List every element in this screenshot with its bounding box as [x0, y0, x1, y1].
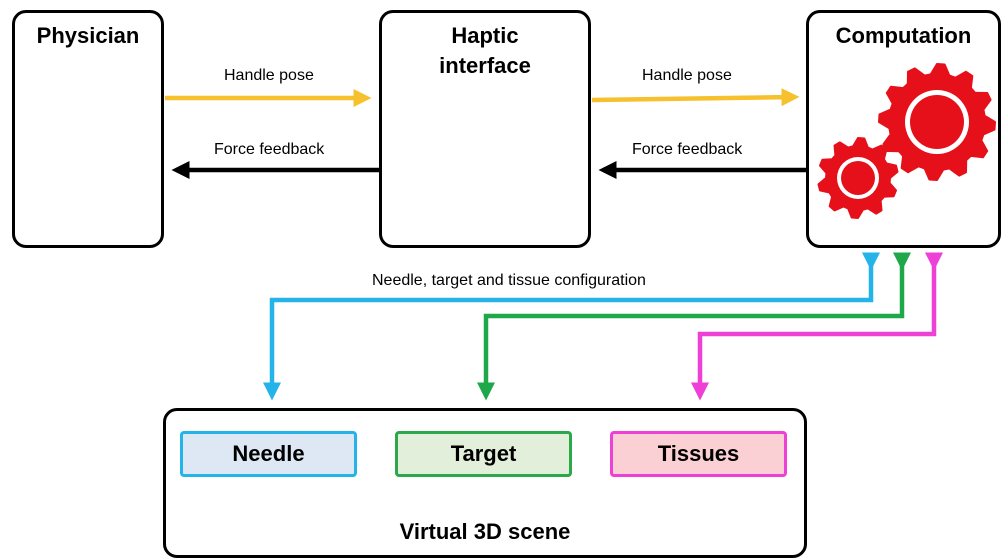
- computation-title: Computation: [835, 23, 972, 48]
- force-feedback-label-1: Force feedback: [214, 141, 325, 158]
- virtual-scene-title: Virtual 3D scene: [399, 519, 571, 544]
- needle-object: Needle: [180, 431, 357, 477]
- large-gear-icon: [878, 63, 996, 181]
- handle-pose-label-2: Handle pose: [642, 67, 732, 84]
- force-feedback-label-2: Force feedback: [632, 141, 743, 158]
- physician-block: Physician: [12, 10, 164, 248]
- small-gear-icon: [817, 137, 899, 219]
- handle-pose-label-1: Handle pose: [224, 67, 314, 84]
- target-object: Target: [395, 431, 572, 477]
- configuration-label: Needle, target and tissue configuration: [372, 272, 646, 289]
- tissues-config-arrow: [691, 252, 943, 401]
- handle-pose-arrow-2: [591, 88, 800, 107]
- haptic-interface-title: Haptic interface: [439, 23, 531, 78]
- physician-title: Physician: [36, 23, 140, 48]
- tissues-object: Tissues: [610, 431, 787, 477]
- haptic-interface-block: Haptic interface: [379, 10, 591, 248]
